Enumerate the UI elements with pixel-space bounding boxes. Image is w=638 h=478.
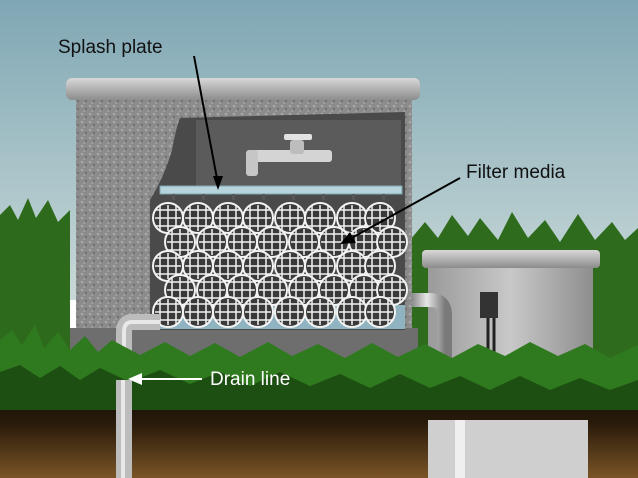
- filter-ball: [256, 226, 288, 258]
- filter-ball: [182, 296, 214, 328]
- filter-ball: [376, 226, 408, 258]
- grass-left: [0, 198, 70, 360]
- filter-media-arrowhead: [340, 232, 356, 244]
- pump-box-lid: [422, 250, 600, 268]
- drain-line-label: Drain line: [210, 369, 290, 390]
- drain-line-callout: Drain line: [128, 369, 290, 390]
- filter-ball: [212, 202, 244, 234]
- filter-ball: [304, 296, 336, 328]
- splash-plate-holes: [172, 194, 385, 200]
- filter-ball: [304, 250, 336, 282]
- underground-pipe-highlight: [455, 420, 465, 478]
- filter-media-label: Filter media: [466, 162, 566, 183]
- filter-ball: [274, 202, 306, 234]
- filter-media-leader: [347, 177, 461, 241]
- splash-plate-arrowhead: [213, 176, 223, 190]
- filter-ball: [152, 250, 184, 282]
- underground-pipe: [428, 420, 588, 478]
- drain-pipe-lower-highlight: [121, 380, 125, 478]
- filter-ball: [336, 296, 368, 328]
- filter-ball: [242, 250, 274, 282]
- faucet-icon: [246, 134, 332, 176]
- filter-media: [152, 202, 408, 328]
- filter-ball: [152, 202, 184, 234]
- filter-ball: [304, 202, 336, 234]
- splash-plate: [159, 185, 403, 195]
- tank-lid: [66, 78, 420, 100]
- drain-pipe-highlight: [122, 320, 160, 478]
- filter-ball: [274, 250, 306, 282]
- filter-ball: [336, 202, 368, 234]
- pump-switch: [480, 292, 498, 318]
- filter-ball: [274, 296, 306, 328]
- filter-ball: [196, 226, 228, 258]
- filter-ball: [182, 202, 214, 234]
- filter-ball: [242, 202, 274, 234]
- splash-plate-leader: [193, 55, 219, 185]
- filter-ball: [212, 250, 244, 282]
- pump-pipe: [412, 293, 452, 360]
- splash-plate-callout: Splash plate: [58, 37, 223, 190]
- filter-ball: [364, 296, 396, 328]
- filter-ball: [212, 296, 244, 328]
- filter-ball: [242, 296, 274, 328]
- filter-ball: [164, 226, 196, 258]
- filter-media-callout: Filter media: [340, 162, 566, 244]
- grass-shadow: [0, 365, 638, 410]
- splash-plate-label: Splash plate: [58, 37, 163, 58]
- filter-ball: [226, 226, 258, 258]
- drain-line-arrowhead: [128, 373, 142, 385]
